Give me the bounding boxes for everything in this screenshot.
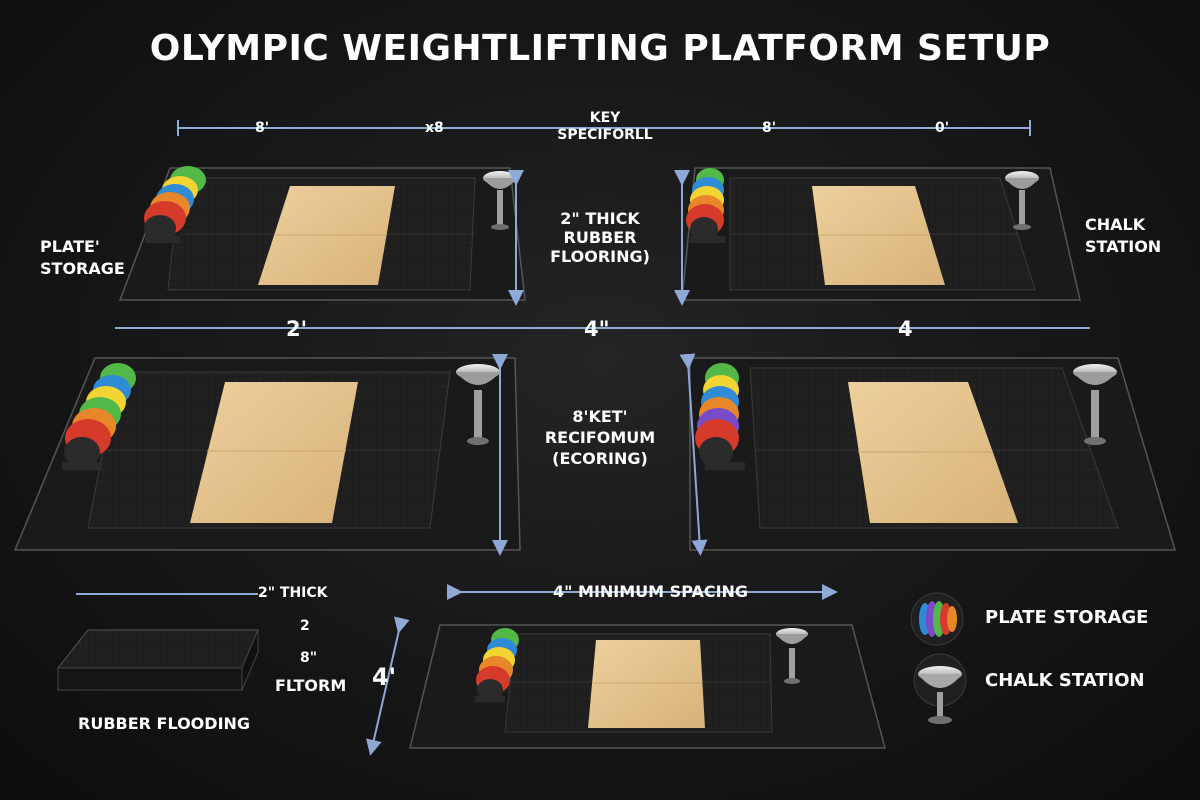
chalk-station bbox=[456, 364, 500, 445]
chalk-station bbox=[776, 628, 808, 684]
chalk-station-icon bbox=[913, 653, 967, 724]
plate-storage-rack bbox=[695, 363, 745, 470]
mid-dim-label-1: 2' bbox=[286, 317, 308, 341]
plate-storage-icon bbox=[910, 592, 964, 646]
fltorm-label: FLTORM bbox=[275, 676, 347, 695]
center-lower-line1: 8'KET' bbox=[572, 407, 628, 426]
platform-bottom-center bbox=[365, 584, 886, 756]
center-upper-line3: FLOORING) bbox=[550, 247, 650, 266]
top-dim-key: KEY bbox=[589, 110, 621, 126]
depth-label: 4' bbox=[372, 663, 397, 691]
center-upper-line1: 2" THICK bbox=[560, 209, 640, 228]
plate-storage-rack bbox=[475, 628, 519, 702]
plate-storage-rack bbox=[62, 363, 136, 470]
chalk-station bbox=[1073, 364, 1117, 445]
platform-mid-left bbox=[13, 354, 521, 556]
mid-dim-label-3: 4 bbox=[898, 317, 913, 341]
top-dim-label-1: 8' bbox=[255, 120, 270, 136]
center-lower-line3: (ECORING) bbox=[552, 449, 648, 468]
rubber-num-label: 2 bbox=[300, 618, 310, 634]
top-dim-label-5: 8' bbox=[762, 120, 777, 136]
platform-top-left bbox=[118, 166, 526, 306]
mid-dim-label-2: 4" bbox=[584, 317, 610, 341]
top-dimension-line bbox=[177, 120, 1031, 136]
plate-storage-rack bbox=[686, 168, 725, 243]
rubber-thickness-label: 2" THICK bbox=[258, 585, 328, 601]
center-upper-line2: RUBBER bbox=[563, 228, 637, 247]
chalk-station bbox=[1005, 171, 1039, 230]
chalk-label-line2: STATION bbox=[1085, 237, 1162, 256]
plate-storage-rack bbox=[144, 166, 206, 243]
top-dim-spec: SPECIFORLL bbox=[557, 127, 653, 143]
top-dim-label-6: 0' bbox=[935, 120, 950, 136]
center-lower-line2: RECIFOMUM bbox=[544, 428, 656, 447]
page-title: OLYMPIC WEIGHTLIFTING PLATFORM SETUP bbox=[149, 28, 1051, 69]
chalk-label-line1: CHALK bbox=[1085, 215, 1146, 234]
top-dim-label-2: x8 bbox=[425, 120, 444, 136]
rubber-height-label: 8" bbox=[300, 650, 318, 666]
platform-mid-right bbox=[679, 353, 1177, 556]
plate-storage-label-line1: PLATE' bbox=[40, 237, 100, 256]
legend-plate-storage-label: PLATE STORAGE bbox=[985, 607, 1149, 628]
plate-storage-label-line2: STORAGE bbox=[40, 259, 125, 278]
rubber-block bbox=[56, 593, 259, 691]
legend-chalk-station-label: CHALK STATION bbox=[985, 670, 1145, 691]
minimum-spacing-label: 4" MINIMUM SPACING bbox=[553, 582, 749, 601]
rubber-flooding-label: RUBBER FLOODING bbox=[78, 714, 251, 733]
platform-top-right bbox=[674, 167, 1081, 306]
